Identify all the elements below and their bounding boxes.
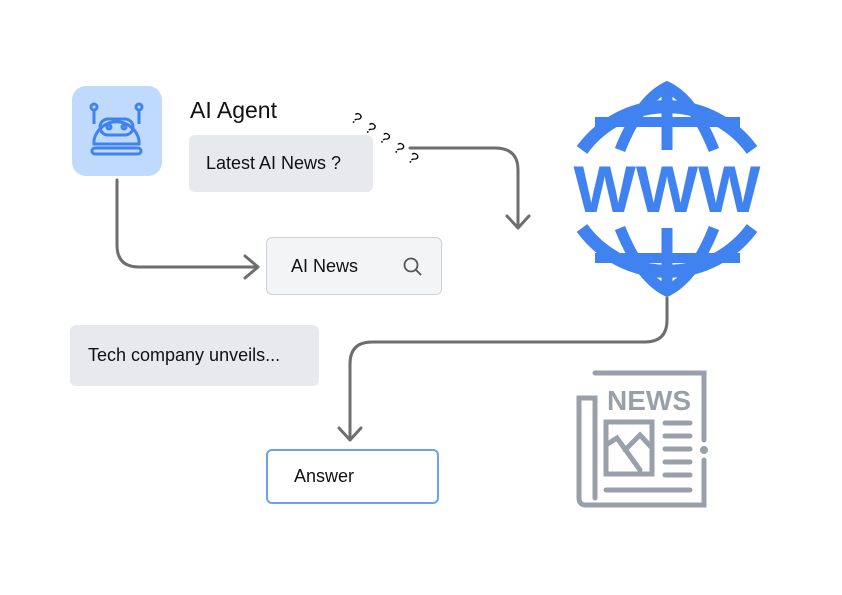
- answer-box[interactable]: Answer: [266, 449, 439, 504]
- agent-title: AI Agent: [190, 97, 277, 123]
- globe-icon: [576, 80, 758, 298]
- arrow-web-to-answer: [337, 296, 669, 442]
- agent-avatar: [72, 86, 162, 176]
- result-snippet: Tech company unveils...: [70, 325, 319, 386]
- arrow-query-to-web: [408, 146, 531, 230]
- search-input[interactable]: AI News: [266, 237, 442, 295]
- result-text: Tech company unveils...: [88, 345, 281, 365]
- search-value: AI News: [291, 255, 359, 276]
- search-icon[interactable]: [401, 255, 425, 279]
- robot-icon: [89, 102, 144, 156]
- newspaper-icon: [576, 370, 708, 508]
- query-bubble: Latest AI News ?: [189, 135, 373, 192]
- newspaper-label: NEWS: [607, 385, 691, 416]
- globe-label: WWW: [574, 152, 762, 226]
- arrow-agent-to-search: [115, 178, 260, 280]
- answer-label: Answer: [294, 466, 355, 486]
- query-text: Latest AI News ?: [206, 153, 342, 173]
